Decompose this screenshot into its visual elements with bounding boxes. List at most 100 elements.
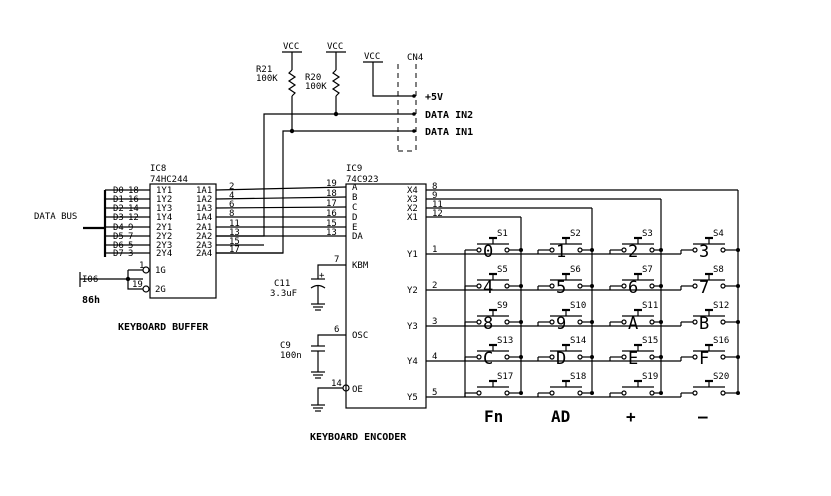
cn4-pin-5v: +5V — [425, 92, 443, 103]
vcc-symbol-r20: VCC — [326, 42, 346, 70]
pin-number: 12 — [128, 213, 139, 223]
ic9-y-line: Y5 5 — [407, 388, 465, 403]
key-switch: S7 6 — [609, 265, 663, 298]
ic8-1g-label: 1G — [155, 266, 166, 276]
ic9-kbm-num: 7 — [334, 255, 339, 265]
data-line-label: D2 — [113, 204, 124, 214]
vcc-symbol-cn4: VCC — [363, 52, 414, 97]
data-line-label: D0 — [113, 186, 124, 196]
r20-value: 100K — [305, 82, 327, 92]
switch-ref: S3 — [642, 229, 653, 239]
pin-number: 11 — [229, 219, 240, 229]
vcc-label: VCC — [364, 52, 380, 62]
pin-number: 14 — [128, 204, 139, 214]
ic8-right-pin: 1A2 — [196, 195, 212, 205]
connector-cn4: CN4 +5V DATA IN2 DATA IN1 — [397, 53, 473, 152]
pin-number: 17 — [229, 245, 240, 255]
pin-number: 5 — [432, 388, 437, 398]
switch-ref: S14 — [570, 336, 586, 346]
io-signal-label: I06 — [82, 275, 98, 285]
cn4-pin-data-in2: DATA IN2 — [425, 110, 473, 121]
ic9-chip: IC9 74C923 — [345, 164, 427, 409]
ic9-oe-label: OE — [352, 385, 363, 395]
ic9-pin-label: DA — [352, 232, 363, 242]
ic9-left-pin: A19 — [326, 179, 358, 193]
key-label: 5 — [556, 278, 566, 298]
pin-number: 11 — [432, 200, 443, 210]
key-fn-label: Fn — [484, 407, 503, 426]
switch-ref: S7 — [642, 265, 653, 275]
key-label: 4 — [483, 278, 493, 298]
key-switch: S17 — [464, 372, 523, 397]
pin-number: 13 — [229, 228, 240, 238]
c9-ref: C9 — [280, 341, 291, 351]
ic9-pin-label: A — [352, 183, 358, 193]
resistor-r21: R21 100K — [256, 65, 297, 131]
ic9-y-label: Y5 — [407, 393, 418, 403]
ic8-left-pin: 2Y4 — [156, 249, 172, 259]
switch-ref: S10 — [570, 301, 586, 311]
data-line-label: D5 — [113, 232, 124, 242]
key-switch: S18 — [537, 372, 594, 397]
pin-number: 2 — [229, 182, 234, 192]
ic9-x-label: X4 — [407, 186, 418, 196]
ic9-y-label: Y4 — [407, 357, 418, 367]
key-switch: S54 — [464, 265, 523, 298]
ic8-left-pin: 2Y2 — [156, 232, 172, 242]
key-label: 6 — [628, 278, 638, 298]
ic9-left-pin: D16 — [326, 209, 357, 223]
key-label: 7 — [699, 278, 709, 298]
key-switch: S19 — [609, 372, 663, 397]
vcc-label: VCC — [283, 42, 299, 52]
ic9-left-pin: E 15 — [326, 219, 357, 233]
key-plus-label: + — [626, 407, 636, 426]
data-line-label: D3 — [113, 213, 124, 223]
key-label: B — [699, 314, 709, 334]
key-label: C — [483, 349, 493, 369]
ic9-left-pin: B18 — [326, 189, 357, 203]
switch-ref: S13 — [497, 336, 513, 346]
key-switch: S20 — [680, 372, 740, 397]
resistor-r20: R20 100K — [305, 69, 341, 114]
pin-number: 4 — [432, 352, 437, 362]
key-label: F — [699, 349, 709, 369]
ic9-y-line: Y4 4 — [407, 352, 465, 367]
ic9-osc-label: OSC — [352, 331, 368, 341]
switch-ref: S17 — [497, 372, 513, 382]
vcc-label: VCC — [327, 42, 343, 52]
ic8-left-pin: 1Y2 — [156, 195, 172, 205]
r20-ref: R20 — [305, 73, 321, 83]
data-line-label: D1 — [113, 195, 124, 205]
r21-value: 100K — [256, 74, 278, 84]
ic9-y-label: Y1 — [407, 250, 418, 260]
switch-ref: S15 — [642, 336, 658, 346]
switch-ref: S11 — [642, 301, 658, 311]
key-ad-label: AD — [551, 407, 570, 426]
cn4-label: CN4 — [407, 53, 423, 63]
ic8-right-pin: 1A3 — [196, 204, 212, 214]
svg-text:+: + — [319, 271, 325, 281]
switch-ref: S6 — [570, 265, 581, 275]
ic9-left-pin: C17 — [326, 199, 357, 213]
key-switch: S21 — [537, 229, 594, 262]
pin-number: 8 — [432, 182, 437, 192]
key-minus-label: — — [698, 407, 708, 426]
pin-number: 9 — [432, 191, 437, 201]
ic8-enable: 1 19 1G 2G I06 86h — [79, 261, 166, 306]
ic9-pin-label: E — [352, 223, 357, 233]
c11-value: 3.3uF — [270, 289, 297, 299]
address-label: 86h — [82, 295, 100, 306]
pin-number: 15 — [326, 219, 337, 229]
pin-number: 3 — [128, 249, 133, 259]
key-label: E — [628, 349, 638, 369]
